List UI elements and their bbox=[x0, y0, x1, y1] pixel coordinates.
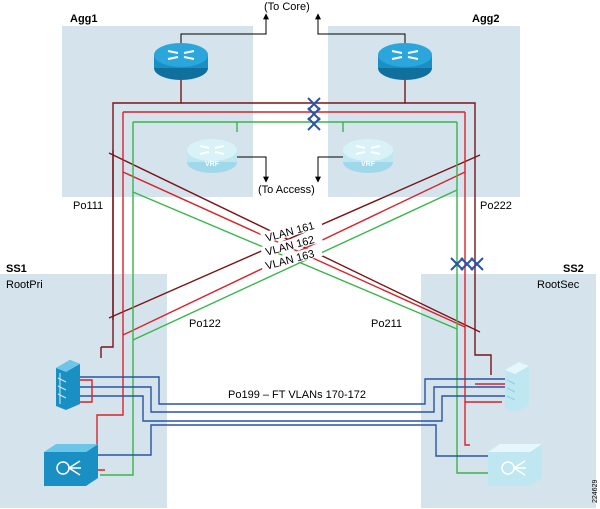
to-access-label: (To Access) bbox=[258, 184, 315, 196]
agg1-router-icon[interactable] bbox=[154, 43, 208, 80]
vrf-left-icon[interactable]: VRF bbox=[187, 139, 237, 173]
agg1-label: Agg1 bbox=[70, 13, 98, 25]
to-core-label: (To Core) bbox=[264, 1, 310, 13]
blue-ft-links bbox=[78, 376, 505, 457]
firewall-feeds bbox=[78, 347, 505, 403]
ss2-label: SS2 bbox=[563, 263, 584, 275]
root-pri-label: RootPri bbox=[6, 279, 43, 291]
po111-label: Po111 bbox=[73, 200, 103, 212]
agg2-router-icon[interactable] bbox=[378, 43, 432, 80]
po222-label: Po222 bbox=[480, 200, 512, 212]
po199-label: Po199 – FT VLANs 170-172 bbox=[228, 389, 366, 401]
po122-label: Po122 bbox=[189, 318, 221, 330]
ss2-load-balancer-icon[interactable] bbox=[488, 444, 542, 486]
blocked-link-marks bbox=[307, 97, 484, 271]
vrf-right-label: VRF bbox=[361, 161, 376, 168]
to-core-arrows bbox=[180, 13, 406, 50]
to-access-arrows bbox=[236, 156, 343, 183]
ss2-firewall-icon[interactable] bbox=[505, 362, 529, 412]
po211-label: Po211 bbox=[371, 318, 402, 330]
ss1-load-balancer-icon[interactable] bbox=[44, 444, 98, 486]
vrf-right-icon[interactable]: VRF bbox=[343, 139, 393, 173]
vrf-left-label: VRF bbox=[205, 161, 220, 168]
green-links bbox=[100, 121, 490, 476]
agg2-label: Agg2 bbox=[472, 13, 500, 25]
ss1-label: SS1 bbox=[6, 263, 27, 275]
root-sec-label: RootSec bbox=[537, 279, 580, 291]
figure-id-label: 224629 bbox=[592, 480, 599, 503]
ss1-firewall-icon[interactable] bbox=[56, 360, 80, 410]
